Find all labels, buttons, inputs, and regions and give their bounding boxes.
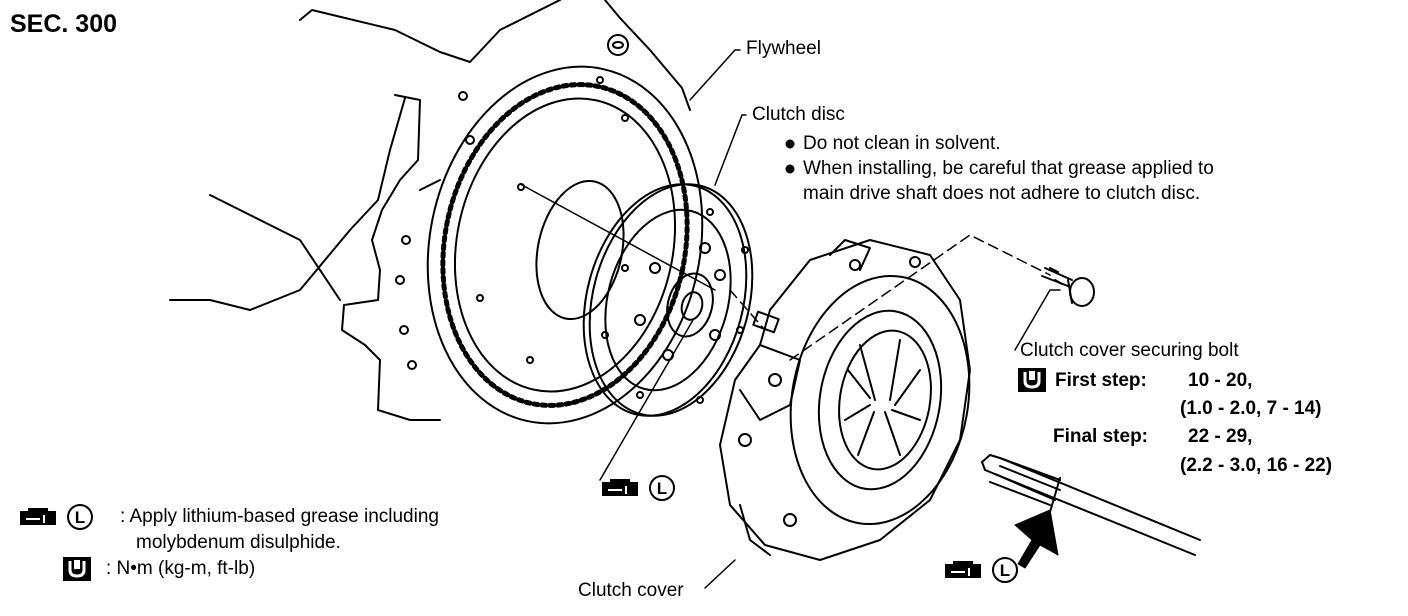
flywheel-label: Flywheel [746, 38, 821, 59]
final-step-value: 22 - 29, [1188, 426, 1253, 447]
clutch-cover-label: Clutch cover [578, 580, 684, 601]
clutch-disc-part [582, 183, 754, 417]
torque-wrench-icon [1018, 368, 1046, 392]
bullet-icon [785, 164, 795, 174]
grease-symbol-shaft: L [945, 557, 1018, 583]
grease-gun-icon [20, 508, 56, 525]
arrow-icon [1014, 509, 1059, 569]
engine-housing [169, 0, 691, 421]
legend-grease-line2: molybdenum disulphide. [136, 532, 341, 553]
grease-letter: L [75, 508, 85, 527]
bullet-icon [785, 139, 795, 149]
final-step-alt: (2.2 - 3.0, 16 - 22) [1180, 455, 1333, 476]
bolt-label: Clutch cover securing bolt [1020, 340, 1239, 361]
disc-note-2a: When installing, be careful that grease … [803, 158, 1214, 179]
first-step-alt: (1.0 - 2.0, 7 - 14) [1180, 398, 1322, 419]
securing-bolt-part [1041, 267, 1095, 307]
torque-wrench-icon [63, 557, 91, 581]
lithium-grease-L-icon [992, 557, 1018, 583]
legend-grease-line1: : Apply lithium-based grease including [120, 506, 439, 527]
grease-gun-icon [602, 479, 638, 496]
section-title: SEC. 300 [10, 10, 118, 38]
first-step-label: First step: [1055, 370, 1147, 391]
disc-note-1: Do not clean in solvent. [803, 133, 1001, 154]
final-step-label: Final step: [1053, 426, 1149, 447]
legend-grease-symbol: L [20, 504, 93, 530]
grease-letter: L [1000, 561, 1010, 580]
grease-symbol-disc: L [602, 475, 675, 501]
first-step-value: 10 - 20, [1188, 370, 1253, 391]
lithium-grease-L-icon [67, 504, 93, 530]
legend-torque-unit: : N•m (kg-m, ft-lb) [106, 558, 256, 579]
leader-lines [521, 49, 1061, 589]
clutch-disc-label: Clutch disc [752, 104, 845, 125]
grease-letter: L [657, 479, 667, 498]
flywheel-part [426, 65, 704, 425]
lithium-grease-L-icon [649, 475, 675, 501]
clutch-cover-part [719, 239, 971, 561]
grease-gun-icon [945, 561, 981, 578]
disc-note-2b: main drive shaft does not adhere to clut… [803, 183, 1201, 204]
main-drive-shaft [981, 454, 1201, 556]
